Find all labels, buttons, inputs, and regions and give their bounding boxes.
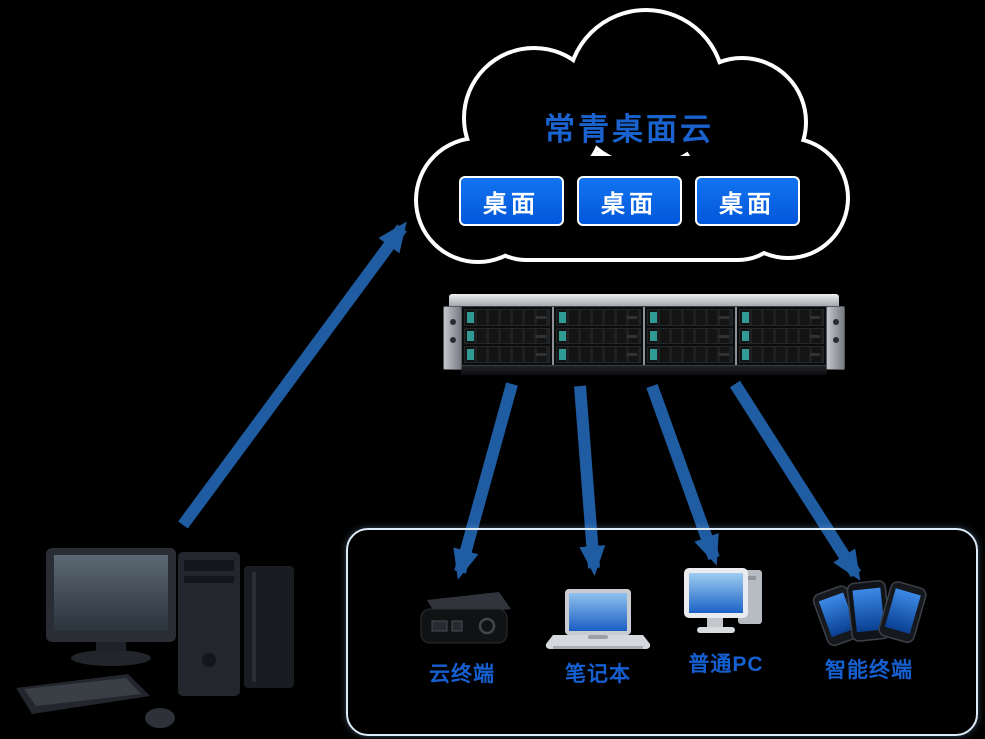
laptop-icon bbox=[542, 572, 654, 652]
device-smart-terminal: 智能终端 bbox=[798, 568, 940, 684]
server-top-surface bbox=[449, 294, 839, 306]
drive-bay-group bbox=[737, 307, 827, 365]
rack-server-icon bbox=[443, 294, 845, 378]
server-front-panel bbox=[461, 306, 827, 366]
device-label: 普通PC bbox=[688, 653, 764, 676]
drive-bay-group bbox=[645, 307, 737, 365]
arrow-pc-to-cloud bbox=[178, 221, 407, 529]
device-label: 云终端 bbox=[429, 663, 495, 686]
desktop-button: 桌面 bbox=[694, 176, 800, 226]
device-desktop-pc: 普通PC bbox=[670, 562, 782, 678]
server-rack-ear-left bbox=[443, 306, 462, 370]
cloud-shape: 常青桌面云 桌面 桌面 桌面 bbox=[398, 6, 860, 282]
desktop-button-row: 桌面 桌面 桌面 bbox=[398, 176, 860, 226]
cloud-title: 常青桌面云 bbox=[544, 112, 714, 147]
server-rack-ear-right bbox=[826, 306, 845, 370]
cloud-terminal-icon bbox=[407, 572, 517, 652]
drive-bay-group bbox=[554, 307, 645, 365]
desktop-button: 桌面 bbox=[458, 176, 564, 226]
terminal-panel: 云终端 笔记本 bbox=[346, 528, 978, 736]
device-label: 智能终端 bbox=[825, 659, 913, 682]
server-base bbox=[461, 366, 827, 375]
device-label: 笔记本 bbox=[565, 663, 631, 686]
device-laptop: 笔记本 bbox=[536, 572, 660, 688]
desktop-button: 桌面 bbox=[576, 176, 682, 226]
desktop-monitor-icon bbox=[678, 562, 774, 642]
arrow-server-to-smart-terminal bbox=[729, 380, 862, 581]
smartphones-icon bbox=[806, 568, 932, 648]
drive-bay-group bbox=[462, 307, 554, 365]
arrow-server-to-cloud-terminal bbox=[453, 382, 518, 580]
arrow-server-to-laptop bbox=[574, 385, 606, 576]
device-cloud-terminal: 云终端 bbox=[400, 572, 524, 688]
desktop-pc-icon bbox=[16, 548, 294, 728]
